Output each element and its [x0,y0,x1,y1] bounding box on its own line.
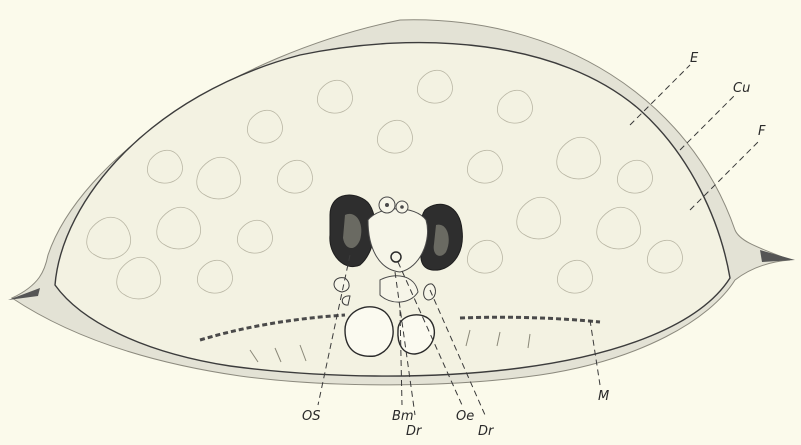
leader-Cu [680,95,735,150]
label-M: M [598,389,609,404]
label-Oe: Oe [456,409,474,424]
label-E: E [690,51,699,66]
label-OS: OS [302,409,320,424]
label-Dr-1: Dr [406,424,423,439]
right-gland [424,284,436,300]
oesophagus [391,252,401,262]
left-vesicle [345,307,393,356]
label-Dr-2: Dr [478,424,495,439]
label-Cu: Cu [733,81,750,96]
label-Bm: Bm [392,409,414,424]
right-lateral-spine [760,250,795,262]
label-F: F [758,124,766,139]
